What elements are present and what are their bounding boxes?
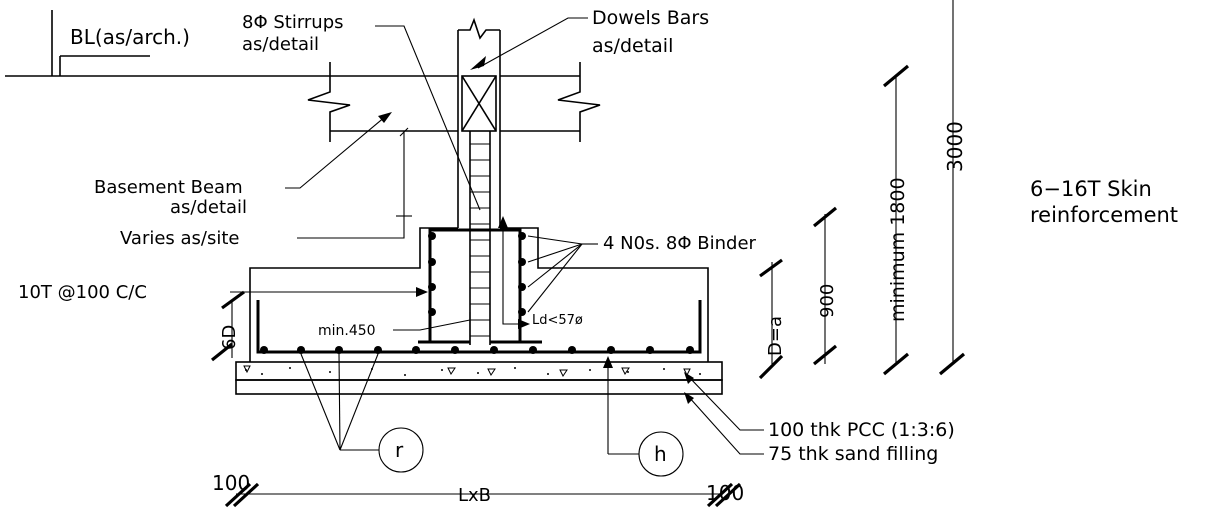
pcc-label: 100 thk PCC (1:3:6) (768, 419, 955, 441)
beam-label-2: as/detail (170, 197, 247, 218)
binder-leaders (527, 235, 598, 313)
bl-label: BL(as/arch.) (70, 25, 190, 49)
sand-leader (687, 395, 764, 455)
six-d-dim (211, 290, 245, 362)
d-label: D=a (765, 316, 786, 356)
dowels-label-2: as/detail (592, 35, 673, 57)
tag-h-label: h (654, 442, 667, 466)
binder-label: 4 N0s. 8Φ Binder (603, 233, 757, 254)
dim-3000 (938, 0, 966, 376)
tag-h (603, 356, 684, 477)
pcc-leader (687, 375, 764, 431)
tag-r (300, 353, 424, 473)
skin-label-2: reinforcement (1030, 203, 1178, 227)
dim-100-left-label: 100 (212, 471, 250, 495)
pedestal-bars (418, 228, 542, 344)
min450-leader (393, 319, 471, 331)
dim-900-label: 900 (817, 284, 838, 318)
dowels-leader (477, 17, 588, 69)
tag-r-label: r (395, 438, 404, 462)
dim-lxb-label: LxB (458, 485, 491, 506)
footing-outline (249, 227, 709, 362)
dim-900 (812, 206, 838, 366)
stirrups-label-1: 8Φ Stirrups (242, 12, 344, 33)
stirrups-label-2: as/detail (242, 34, 319, 55)
bottom-dim (224, 482, 742, 508)
ten-t-label: 10T @100 C/C (18, 282, 147, 303)
d-dim (758, 258, 784, 380)
skin-label-1: 6−16T Skin (1030, 177, 1152, 201)
stirrups-leader (375, 25, 481, 211)
min450-label: min.450 (318, 323, 376, 339)
dim-3000-label: 3000 (943, 121, 967, 172)
pcc-layer (235, 361, 723, 395)
bl-level-marker (5, 10, 330, 77)
varies-label: Varies as/site (120, 228, 240, 249)
basement-beam (307, 62, 601, 142)
dim-1800-label: minimum 1800 (887, 177, 909, 322)
six-d-label: 6D (219, 325, 240, 350)
sand-label: 75 thk sand filling (768, 443, 938, 465)
beam-leader (285, 115, 387, 189)
varies-leader (297, 131, 405, 239)
beam-label-1: Basement Beam (94, 177, 243, 198)
footing-bottom-bars (256, 300, 702, 354)
column (457, 17, 501, 345)
dim-100-right-label: 100 (706, 481, 744, 505)
dowels-label-1: Dowels Bars (592, 7, 709, 29)
dim-1800 (882, 64, 910, 376)
ld-label: Ld<57ø (532, 313, 583, 328)
